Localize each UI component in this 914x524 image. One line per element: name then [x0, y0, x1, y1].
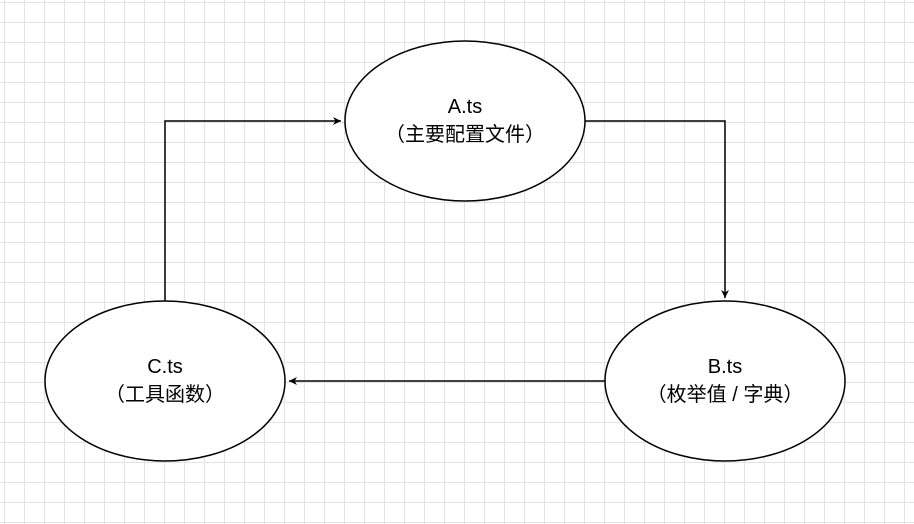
node-a-subtitle: （主要配置文件） [385, 124, 545, 146]
node-b-subtitle: （枚举值 / 字典） [646, 384, 804, 406]
node-a-label: A.ts （主要配置文件） [345, 81, 585, 161]
node-c-label: C.ts （工具函数） [45, 341, 285, 421]
node-c-title: C.ts [147, 356, 183, 378]
node-a-title: A.ts [447, 96, 483, 118]
node-a-shape[interactable] [344, 40, 586, 202]
node-b-label: B.ts （枚举值 / 字典） [605, 341, 845, 421]
edge-a-to-b[interactable] [585, 120, 729, 298]
node-c-shape[interactable] [44, 300, 286, 462]
node-b-title: B.ts [707, 356, 743, 378]
node-c-subtitle: （工具函数） [105, 384, 225, 406]
edge-c-to-a[interactable] [164, 117, 341, 301]
node-b-shape[interactable] [604, 300, 846, 462]
